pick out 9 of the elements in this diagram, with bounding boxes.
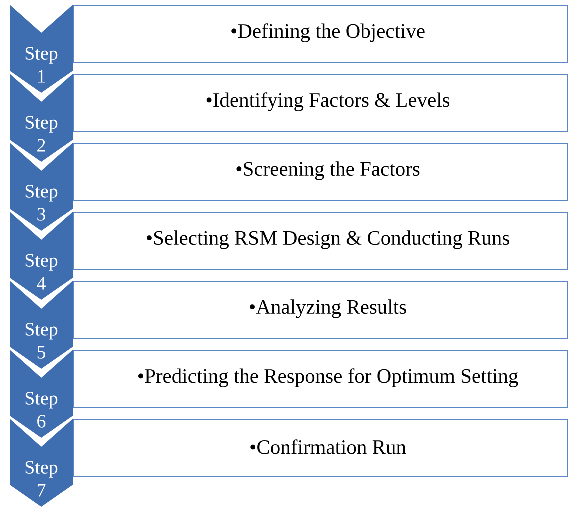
step-box: •Identifying Factors & Levels bbox=[73, 74, 568, 132]
step-box: •Screening the Factors bbox=[73, 143, 568, 202]
step-box: •Analyzing Results bbox=[73, 281, 568, 340]
step-box: •Confirmation Run bbox=[73, 418, 568, 478]
step-box: •Defining the Objective bbox=[73, 5, 568, 64]
step-tab: Step 1 bbox=[10, 5, 73, 93]
step-box: •Selecting RSM Design & Conducting Runs bbox=[73, 212, 568, 270]
node-label: Step 7 bbox=[26, 461, 58, 497]
step-box: •Predicting the Response for Optimum Setting bbox=[73, 350, 568, 408]
